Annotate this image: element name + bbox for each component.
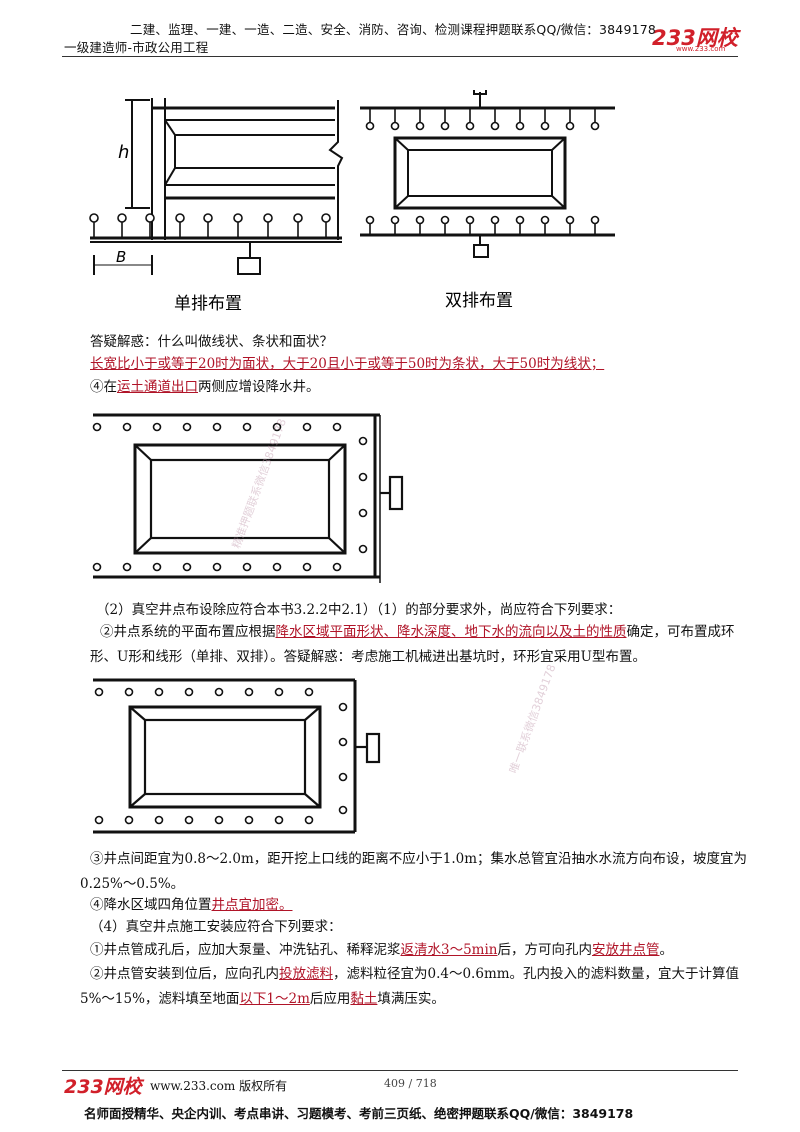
qa-answer: 长宽比小于或等于20时为面状，大于20且小于或等于50时为条状，大于50时为线状… — [90, 356, 605, 372]
header-top-line: 二建、监理、一建、一造、二造、安全、消防、咨询、检测课程押题联系QQ/微信：38… — [130, 22, 657, 37]
label-b: B — [116, 248, 126, 266]
section-2-intro: （2）真空井点布设除应符合本书3.2.2中2.1）（1）的部分要求外，尚应符合下… — [96, 602, 622, 618]
footer-logo: 233网校 — [64, 1076, 142, 1098]
section-2-item2: ②井点系统的平面布置应根据降水区域平面形状、降水深度、地下水的流向以及土的性质确… — [90, 624, 735, 665]
label-h: h — [118, 142, 129, 163]
footer-bottom-line: 名师面授精华、央企内训、考点串讲、习题模考、考前三页纸、绝密押题联系QQ/微信：… — [84, 1106, 634, 1121]
figure-row-layouts: h B 单排布置 双排布置 — [89, 90, 615, 314]
caption-double: 双排布置 — [445, 291, 513, 311]
figure-ring-layout — [92, 413, 404, 583]
item4-paragraph: ④在运土通道出口两侧应增设降水井。 — [90, 379, 320, 395]
footer-rule — [62, 1070, 738, 1071]
item4b-paragraph: ④降水区域四角位置井点宜加密。 — [90, 897, 293, 913]
caption-single: 单排布置 — [174, 294, 242, 314]
section-4-item2: ②井点管安装到位后，应向孔内投放滤料，滤料粒径宜为0.4～0.6mm。孔内投入的… — [80, 966, 740, 1007]
qa-question: 答疑解惑：什么叫做线状、条状和面状？ — [90, 334, 333, 350]
footer-site: www.233.com 版权所有 — [150, 1079, 288, 1093]
item3-paragraph: ③井点间距宜为0.8～2.0m，距开挖上口线的距离不应小于1.0m；集水总管宜沿… — [80, 851, 748, 892]
header-subtitle: 一级建造师-市政公用工程 — [64, 40, 209, 55]
well-points-double-top — [365, 108, 600, 131]
section-4-intro: （4）真空井点施工安装应符合下列要求： — [90, 919, 342, 935]
well-points-single — [89, 213, 331, 238]
header-logo: 233网校 — [652, 26, 738, 50]
well-points-double-bottom — [365, 215, 600, 235]
figure-u-layout — [93, 678, 381, 834]
footer-page-number: 409 / 718 — [384, 1077, 437, 1090]
header-logo-sub: www.233.com — [676, 45, 726, 53]
section-4-item1: ①井点管成孔后，应加大泵量、冲洗钻孔、稀释泥浆返清水3～5min后，方可向孔内安… — [90, 942, 673, 958]
watermark-2: 唯一联系微信3849178 — [506, 662, 559, 776]
header-rule — [62, 56, 738, 57]
